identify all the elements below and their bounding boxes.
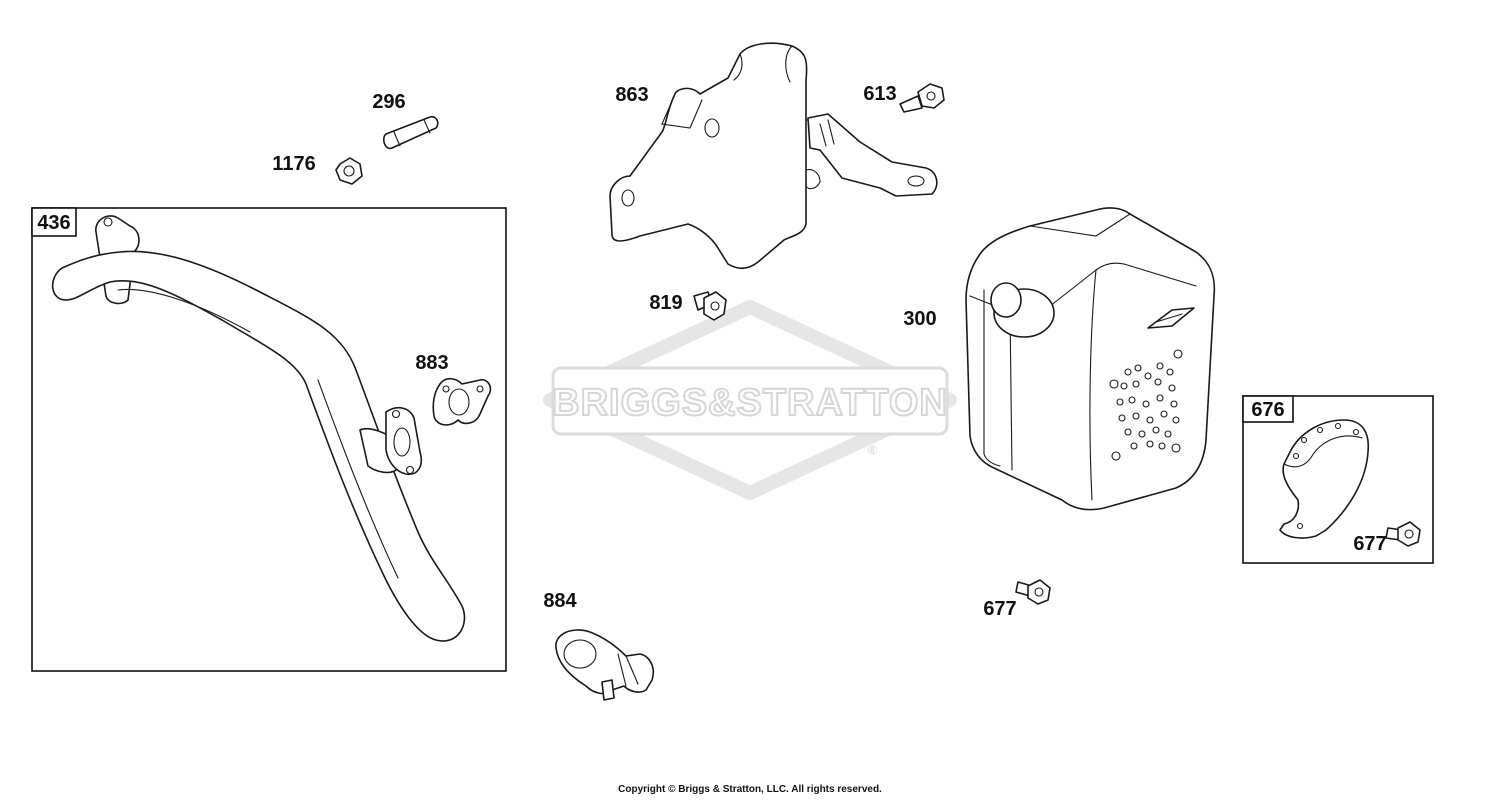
heat-shield-icon xyxy=(609,42,813,270)
box-676-label[interactable]: 676 xyxy=(1251,399,1284,421)
bolt-icon xyxy=(693,291,727,321)
deflector-group: 676 677 xyxy=(1242,395,1434,564)
callout-613[interactable]: 613 xyxy=(863,83,896,105)
box-436-frame xyxy=(31,207,507,672)
gasket-icon xyxy=(432,377,492,426)
bolt-icon xyxy=(1385,521,1421,547)
box-676-tag xyxy=(1242,395,1294,423)
callout-300[interactable]: 300 xyxy=(903,308,936,330)
clamp-icon xyxy=(555,629,655,701)
callout-863[interactable]: 863 xyxy=(615,84,648,106)
box-676-frame xyxy=(1242,395,1434,564)
bolt-icon xyxy=(899,83,945,113)
callout-819[interactable]: 819 xyxy=(649,292,682,314)
briggs-stratton-watermark: BRIGGS&STRATTON ® xyxy=(543,300,957,500)
exhaust-pipe-icon xyxy=(51,215,466,642)
box-436-tag xyxy=(31,207,77,237)
watermark-registered-mark: ® xyxy=(868,443,877,457)
callout-884[interactable]: 884 xyxy=(543,590,577,612)
muffler-icon xyxy=(965,207,1216,511)
callout-296[interactable]: 296 xyxy=(372,91,405,113)
exhaust-pipe-group: 436 xyxy=(31,207,507,672)
stud-icon xyxy=(383,115,439,150)
callout-883[interactable]: 883 xyxy=(415,352,448,374)
deflector-icon xyxy=(1279,419,1370,539)
bolt-icon xyxy=(1015,579,1051,605)
watermark-brand-text: BRIGGS&STRATTON xyxy=(552,382,948,424)
copyright-notice: Copyright © Briggs & Stratton, LLC. All … xyxy=(618,784,882,795)
nut-icon xyxy=(335,157,363,185)
muffler-perforation-pattern xyxy=(1109,349,1183,461)
callout-1176[interactable]: 1176 xyxy=(272,153,315,175)
bracket-icon xyxy=(805,113,938,197)
box-436-label[interactable]: 436 xyxy=(37,212,70,234)
callout-677-main[interactable]: 677 xyxy=(983,598,1016,620)
callout-677-box[interactable]: 677 xyxy=(1353,533,1386,555)
